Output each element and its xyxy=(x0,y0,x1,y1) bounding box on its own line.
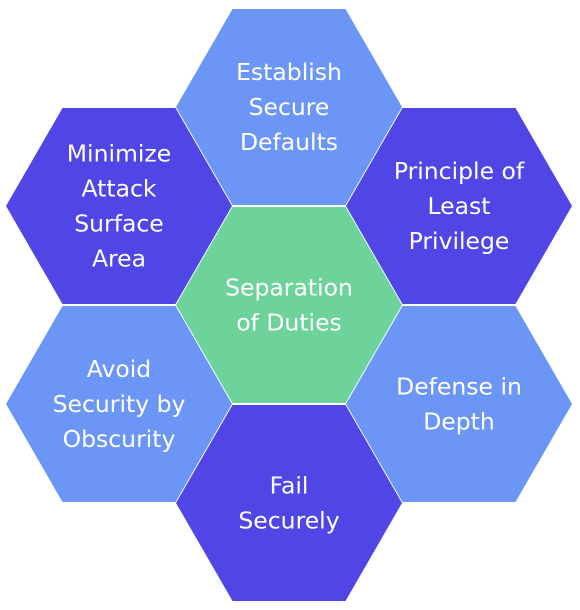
hexagon-label-line: Minimize xyxy=(67,140,171,168)
hexagon-defense-in-depth xyxy=(346,306,572,502)
hexagon-fail-securely xyxy=(176,405,402,601)
hexagon-principle-of-least-privilege xyxy=(346,108,572,304)
hexagon-label-line: Surface xyxy=(74,210,164,238)
hexagon-label-line: Securely xyxy=(238,507,339,535)
hexagon-label-line: Establish xyxy=(236,58,342,86)
hexagon-label-defense-in-depth: Defense in Depth xyxy=(396,373,522,436)
hexagon-label-line: Least xyxy=(428,192,491,220)
hexagon-label-line: Principle of xyxy=(394,157,525,185)
hexagon-label-line: Separation xyxy=(225,274,353,302)
hexagon-label-line: Secure xyxy=(249,93,330,121)
hexagon-establish-secure-defaults xyxy=(176,9,402,205)
hexagon-label-line: Defense in xyxy=(396,373,522,401)
hexagon-separation-of-duties xyxy=(176,207,402,403)
hexagon-label-line: of Duties xyxy=(236,309,342,337)
hexagon-label-line: Privilege xyxy=(409,227,510,255)
hexagon-label-separation-of-duties: Separation of Duties xyxy=(225,274,353,337)
hexagon-label-line: Area xyxy=(92,245,146,273)
hexagon-label-line: Security by xyxy=(53,390,186,418)
hexagon-minimize-attack-surface-area xyxy=(6,108,232,304)
hexagon-label-line: Attack xyxy=(81,175,156,203)
hexagon-label-line: Defaults xyxy=(240,128,338,156)
hexagon-label-line: Depth xyxy=(423,408,495,436)
hexagon-label-line: Avoid xyxy=(87,355,151,383)
hexagon-label-line: Fail xyxy=(270,472,309,500)
hexagon-avoid-security-by-obscurity xyxy=(6,306,232,502)
hexagon-label-line: Obscurity xyxy=(63,425,176,453)
